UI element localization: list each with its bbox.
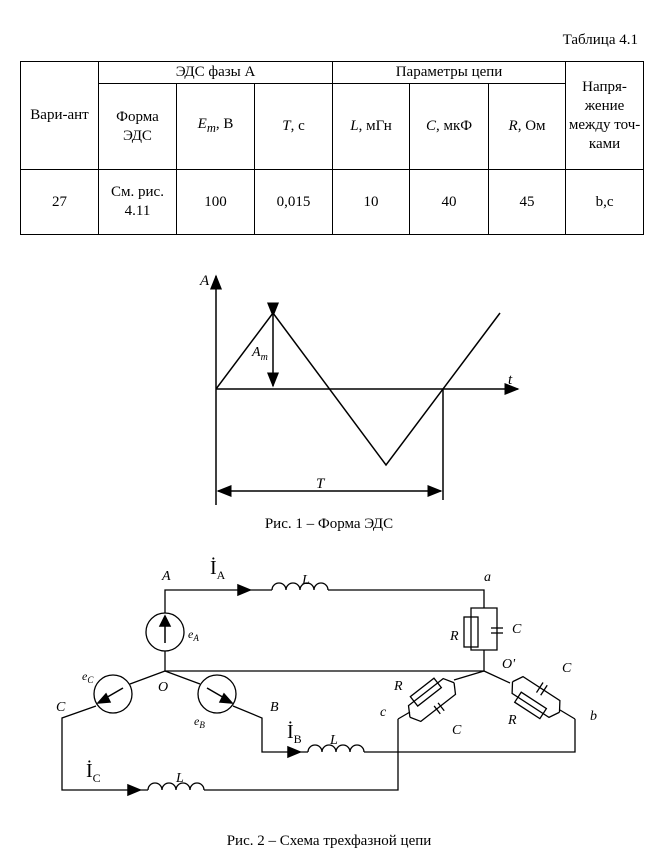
source-c: [93, 674, 133, 714]
inductor-c-label: L: [175, 771, 184, 786]
header-variant: Вари-ант: [20, 61, 99, 170]
amplitude-label: Am: [251, 345, 268, 363]
emf-b-label: eB: [194, 714, 205, 730]
node-a-lower: a: [484, 570, 491, 585]
inductor-a: [271, 582, 329, 591]
cell-em: 100: [176, 169, 255, 235]
node-a-upper: A: [161, 569, 171, 584]
inductor-b: [307, 744, 365, 753]
capacitor-c-label: C: [452, 723, 462, 738]
resistor-b: [513, 691, 548, 720]
current-b-label: İB: [287, 720, 302, 746]
cell-voltage: b,c: [565, 169, 645, 235]
cell-form: См. рис. 4.11: [98, 169, 177, 235]
source-b: [197, 674, 237, 714]
emf-a-label: eA: [188, 627, 199, 643]
table-caption: Таблица 4.1: [562, 32, 638, 48]
inductor-c: [147, 782, 205, 791]
period-label: T: [316, 476, 326, 492]
x-axis-label: t: [508, 372, 513, 388]
capacitor-a-label: C: [512, 622, 522, 637]
current-a-arrow: [237, 583, 252, 597]
y-axis-label: A: [199, 273, 210, 289]
node-b-lower: b: [590, 709, 597, 724]
source-a: [145, 612, 185, 652]
figure-2-caption: Рис. 2 – Схема трехфазной цепи: [226, 833, 432, 849]
current-b-arrow: [287, 745, 302, 759]
header-em: Em, В: [176, 83, 255, 170]
node-o: O: [158, 680, 168, 695]
cell-variant: 27: [20, 169, 99, 235]
header-c: C, мкФ: [409, 83, 490, 170]
header-voltage: Напря-жение между точ-ками: [565, 61, 645, 170]
cell-r: 45: [488, 169, 567, 235]
figure-1-caption: Рис. 1 – Форма ЭДС: [264, 516, 394, 532]
resistor-b-label: R: [507, 713, 517, 728]
node-b-upper: B: [270, 700, 279, 715]
cell-t: 0,015: [253, 169, 334, 235]
parameters-table: Вари-ант ЭДС фазы А Параметры цепи Напря…: [20, 61, 645, 235]
capacitor-b-label: C: [562, 661, 572, 676]
header-form: Форма ЭДС: [98, 83, 177, 170]
resistor-c-label: R: [393, 679, 403, 694]
node-c-upper: C: [56, 700, 66, 715]
node-c-lower: c: [380, 705, 387, 720]
cell-c: 40: [409, 169, 490, 235]
emf-c-label: eC: [82, 669, 94, 685]
header-params-group: Параметры цепи: [332, 61, 567, 84]
resistor-a-label: R: [449, 629, 459, 644]
header-t: T, с: [253, 83, 334, 170]
header-r: R, Ом: [488, 83, 567, 170]
node-o-prime: O': [502, 657, 516, 672]
header-l: L, мГн: [332, 83, 411, 170]
current-a-label: İA: [210, 556, 226, 582]
inductor-b-label: L: [329, 733, 338, 748]
header-emf-group: ЭДС фазы А: [97, 61, 334, 84]
resistor-c: [409, 677, 443, 707]
cell-l: 10: [332, 169, 411, 235]
table-row: 27 См. рис. 4.11 100 0,015 10 40 45 b,c: [20, 169, 645, 235]
inductor-a-label: L: [301, 573, 310, 588]
current-c-label: İC: [86, 759, 101, 785]
resistor-a: [463, 616, 479, 648]
emf-triangle-wave: [215, 311, 501, 467]
current-c-arrow: [127, 783, 142, 797]
